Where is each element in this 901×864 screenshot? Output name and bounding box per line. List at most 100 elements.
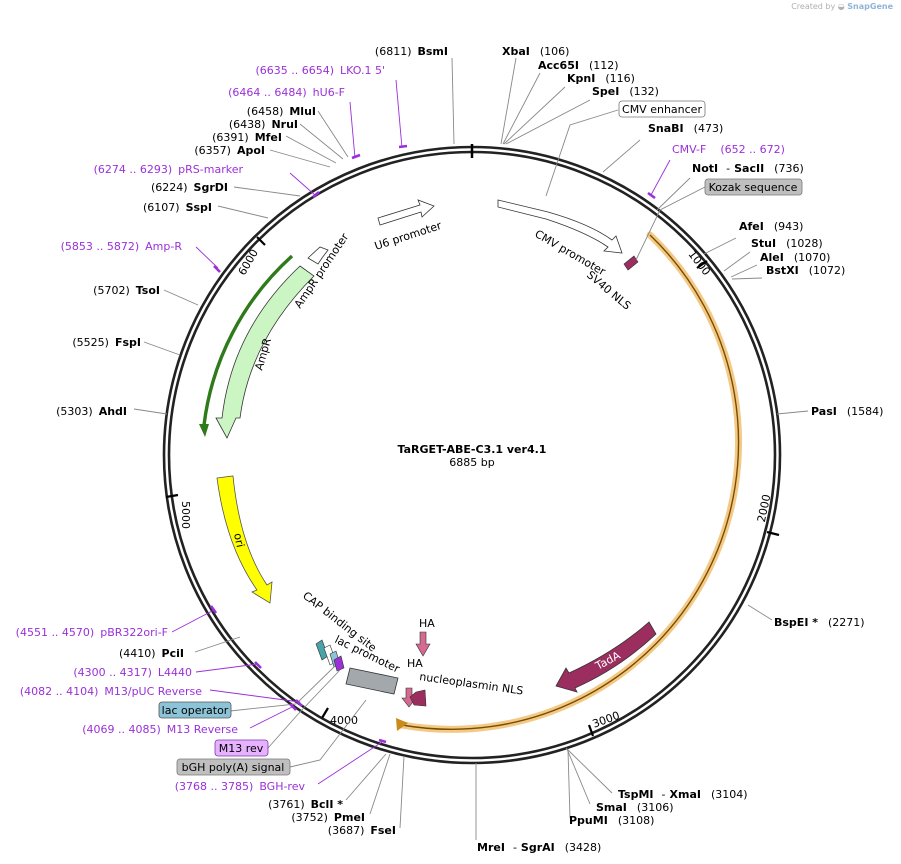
leader-bspei [747,604,773,621]
site-ppumi: PpuMI(3108) [569,814,654,827]
leader-pcii [194,636,241,653]
site-mrei-sgrai: MreI-SgrAI(3428) [477,841,601,854]
leader-pmei [369,753,391,815]
primer-marker-m13puc [295,699,303,707]
site-fsei: (3687)FseI [328,824,396,837]
site-sspi: (6107)SspI [143,201,212,214]
primer-leader-cmvf [650,159,671,196]
m13-rev-feature [333,655,345,672]
primer-marker-m13rev-primer [289,703,297,711]
primer-pbr322orif: (4551 .. 4570)pBR322ori-F [16,626,168,639]
tick-label-2000: 2000 [755,493,774,523]
leader-bgh [289,699,367,768]
leader-lac-operator [229,665,336,712]
cas9-arc-arrowhead [396,718,408,731]
leader-bsmi [451,57,455,145]
primer-marker-pbr [209,605,218,614]
bgh-polya-feature [345,667,399,695]
ha-1-label: HA [419,617,435,630]
leader-stui [723,251,751,272]
primer-markers [209,144,656,744]
credit-brand: SnapGene [847,2,893,11]
site-bsmi: (6811)BsmI [375,45,448,58]
site-kpni: KpnI(116) [567,72,635,85]
leader-apoi [269,149,331,168]
leader-acc65i [502,72,541,145]
tick-label-1000: 1000 [685,248,712,278]
site-nrui: (6438)NruI [229,118,298,131]
leader-m13-rev [267,669,341,749]
site-mfei: (6391)MfeI [212,131,282,144]
primer-leader-prs [289,172,317,197]
primer-marker-prs [312,191,320,198]
site-bstxi: BstXI(1072) [766,264,845,277]
leader-nrui [299,123,344,160]
primer-leader-pbr [171,609,215,633]
leader-noti [656,177,691,211]
tick-3000 [587,724,595,737]
site-spei: SpeI(132) [592,85,659,98]
primer-leader-l4440 [195,663,259,673]
tick-label-5000: 5000 [179,501,192,529]
primer-leader-bgh-rev [317,741,383,785]
leader-tsoi [163,289,199,306]
site-mlui: (6458)MluI [247,105,316,118]
site-xbai: XbaI(106) [502,45,569,58]
site-bspei: BspEI *(2271) [774,616,865,629]
sv40-nls-feature [623,255,639,271]
snapgene-logo-icon: ◒ [837,2,845,11]
primer-prs: (6274 .. 6293)pRS-marker [94,163,244,176]
primer-marker-cmvf [647,191,656,200]
ampr-highlight-arc [202,254,294,426]
site-labels: (6811)BsmI XbaI(106) Acc65I(112) KpnI(11… [56,45,883,854]
site-pcii: (4410)PciI [119,647,184,660]
site-alei: AleI(1070) [760,251,830,264]
m13-rev-label: M13 rev [219,742,264,755]
primer-bghrev: (3768 .. 3785)BGH-rev [175,780,306,793]
site-apoi: (6357)ApoI [194,144,265,157]
nucleoplasmin-nls-feature [409,689,427,707]
leader-kozak [635,186,706,261]
primer-m13rev: (4069 .. 4085)M13 Reverse [82,723,238,736]
primer-labels: (6635 .. 6654)LKO.1 5' (6464 .. 6484)hU6… [16,64,785,793]
leader-snabi [602,139,641,173]
feature-arcs [199,199,742,733]
cmv-promoter-feature [497,199,623,254]
site-ahdi: (5303)AhdI [56,405,127,418]
leader-bstxi [731,277,763,280]
primer-leader-m13puc [209,689,301,703]
leader-fsei [399,755,405,829]
primer-marker-ampr-primer [213,265,221,273]
leader-sspi [217,205,269,219]
cmv-enhancer-box [618,100,706,118]
leader-smai [566,748,591,805]
kozak-box [704,178,803,196]
boxed-labels: CMV enhancer Kozak sequence lac operator… [158,100,803,776]
site-stui: StuI(1028) [751,237,823,250]
tada-feature [555,621,657,693]
site-sgrdi: (6224)SgrDI [151,181,228,194]
ampr-promoter-feature [307,246,329,265]
primer-cmvf: CMV-F(652 .. 672) [672,143,785,156]
scale-ticks: 1000 2000 3000 4000 5000 6000 [165,236,780,737]
leader-spei [505,99,591,145]
primer-m13puc: (4082 .. 4104)M13/pUC Reverse [20,685,202,698]
site-pasi: PasI(1584) [811,405,883,418]
tick-4000 [321,707,329,719]
ori-label: ori [231,532,247,549]
leader-ahdi [133,408,168,415]
leader-tspmi [565,747,613,794]
credit-prefix: Created by [791,2,836,11]
leader-mfei [285,135,337,164]
site-smai: SmaI(3106) [596,801,673,814]
snapgene-credit: Created by ◒ SnapGene [791,2,893,11]
site-fspi: (5525)FspI [72,336,141,349]
cmv-enhancer-label: CMV enhancer [622,103,702,116]
backbone [162,144,782,765]
leader-mlui [317,110,349,158]
m13-rev-box [214,739,269,757]
lac-operator-box [158,701,232,719]
leader-cmv-enhancer [545,109,619,197]
site-tsoi: (5702)TsoI [93,284,160,297]
